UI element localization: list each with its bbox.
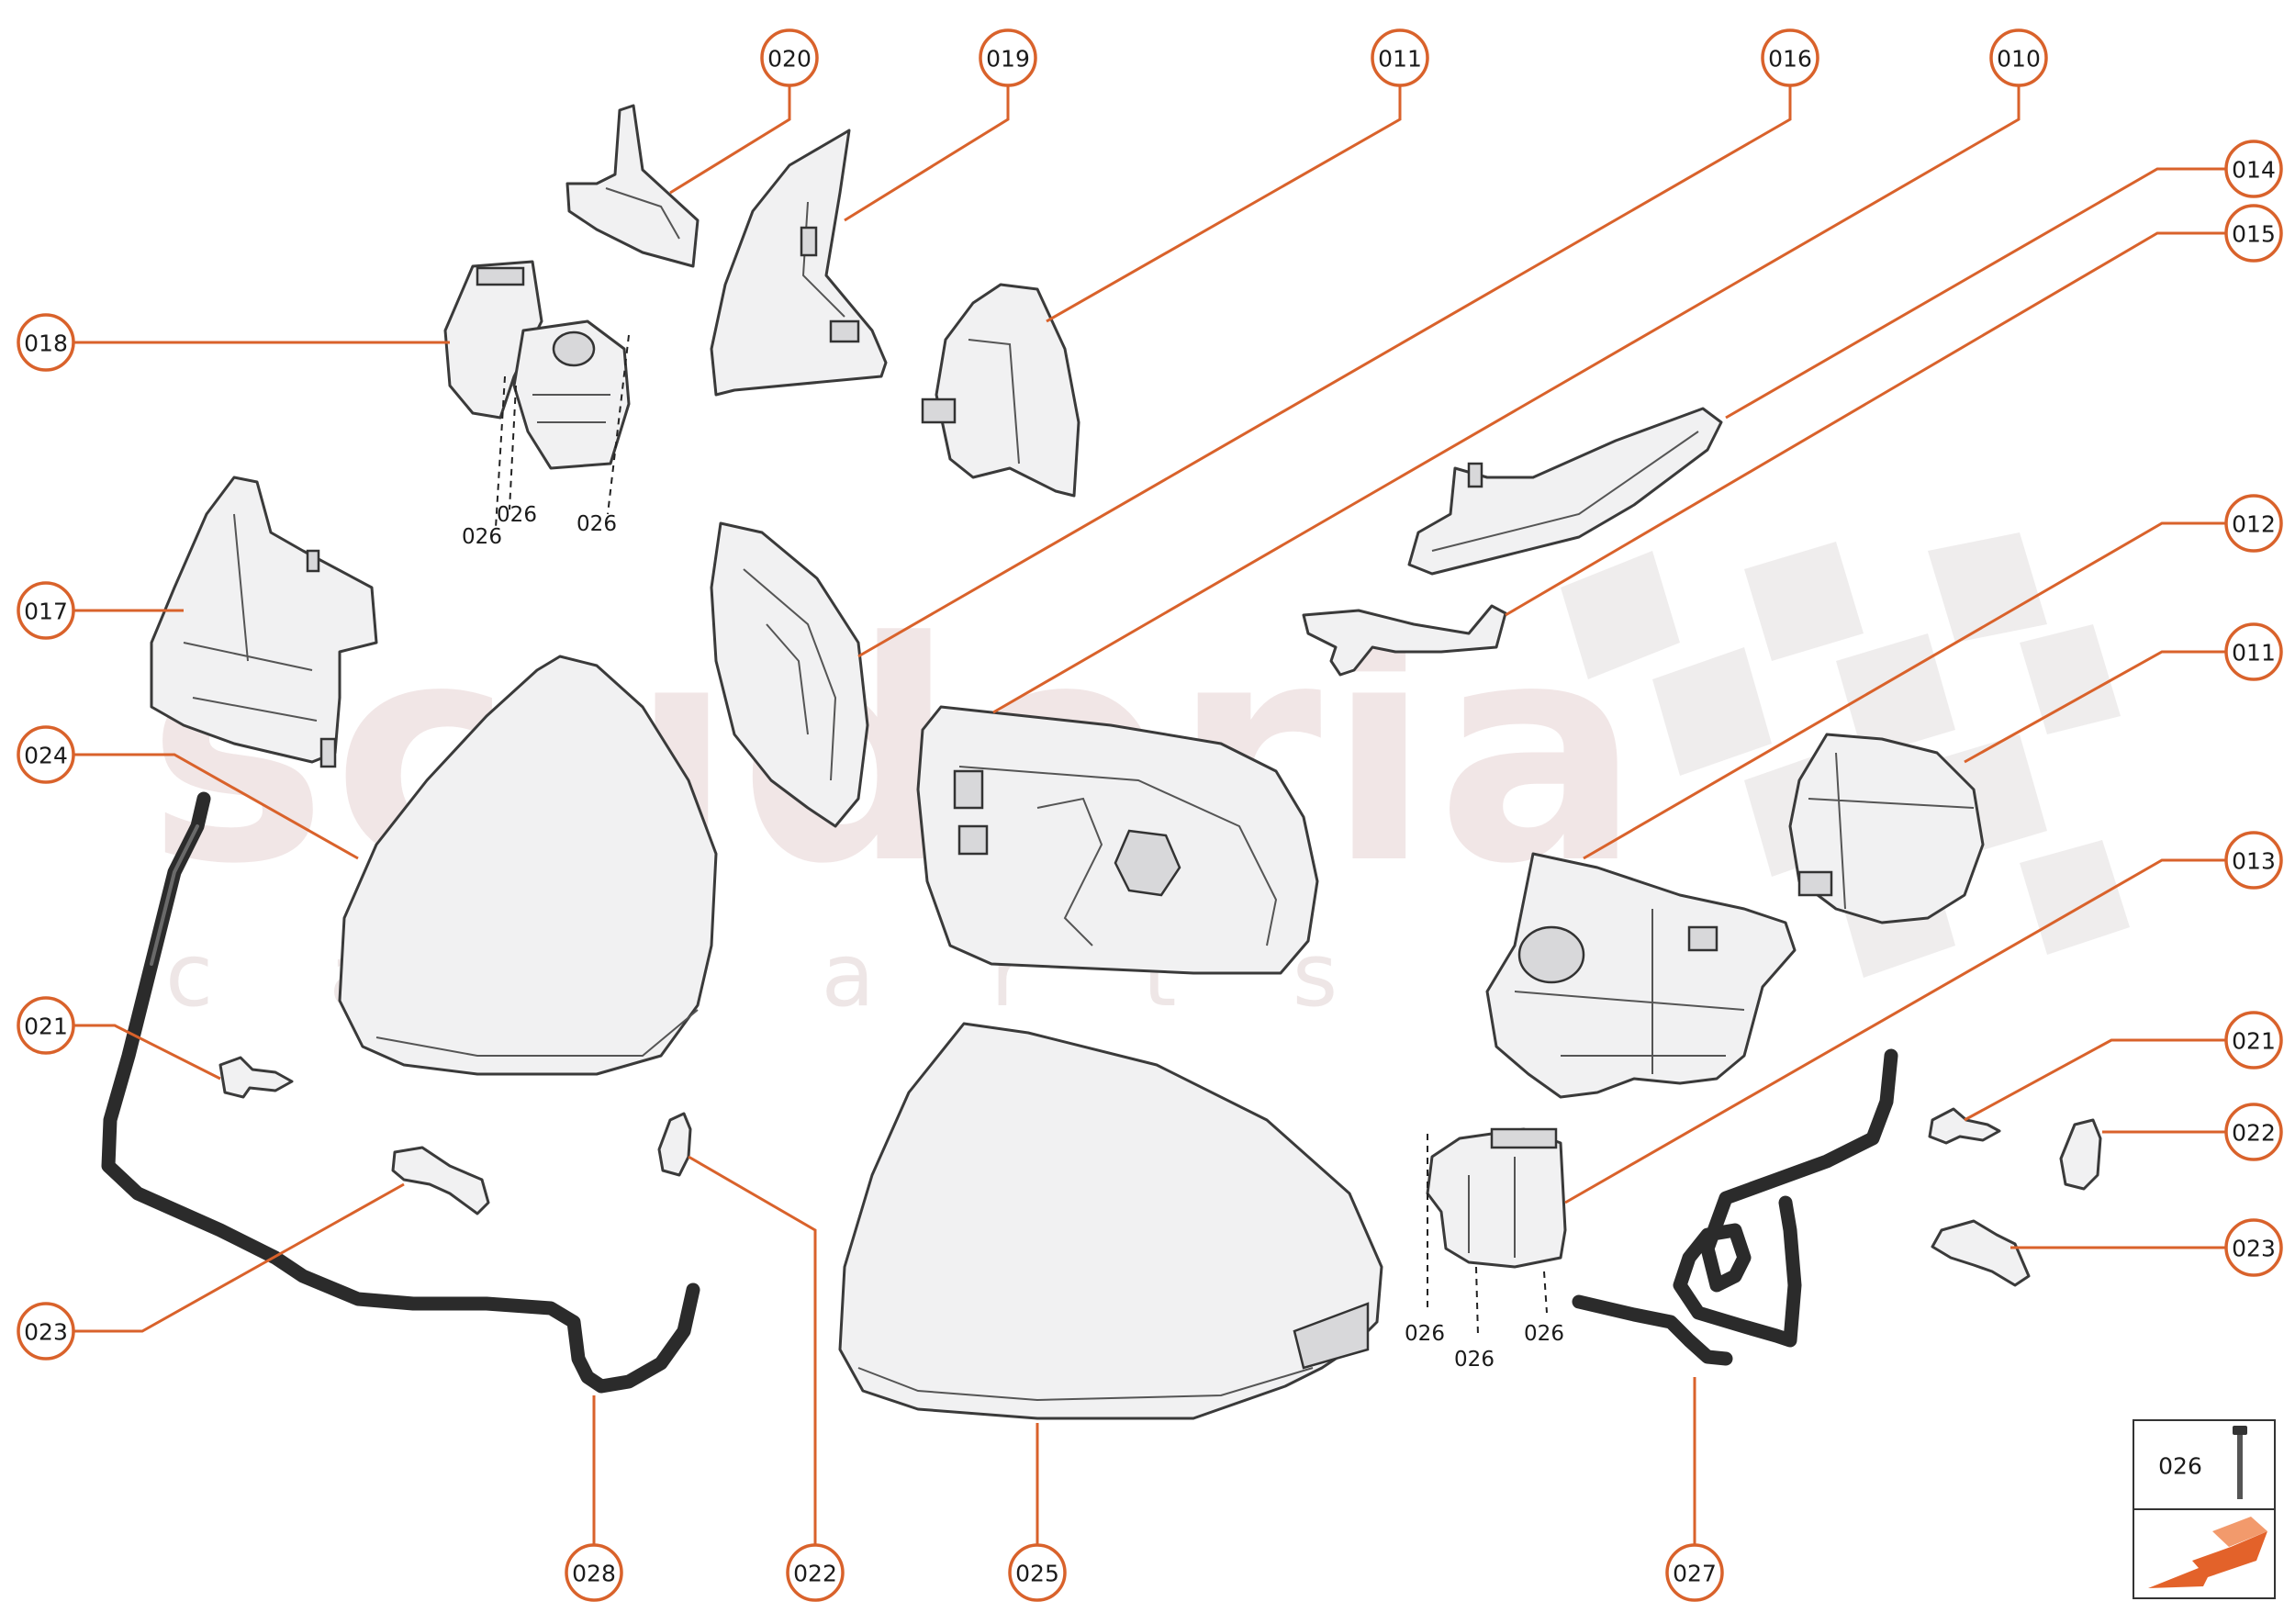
callout-017[interactable]: 017: [17, 581, 75, 640]
legend-part-number: 026: [2158, 1453, 2202, 1480]
leader-020: [669, 62, 791, 195]
leader-011-right: [1964, 650, 2226, 764]
svg-text:028: 028: [572, 1561, 616, 1587]
front-direction-arrow-icon: [2148, 1517, 2267, 1588]
screw-icon: [2233, 1426, 2247, 1499]
callout-013[interactable]: 013: [2224, 831, 2283, 890]
part-011-adjustment-motor-right: [1788, 733, 1985, 924]
svg-text:023: 023: [2232, 1236, 2276, 1262]
callouts: 020 019 011 016 010 014 015 018 017 012 …: [17, 28, 2283, 1602]
part-015-bracket: [1302, 604, 1507, 677]
parts: [101, 104, 2102, 1420]
leader-019: [844, 62, 1010, 222]
leader-021-left: [72, 1024, 221, 1081]
legend-box: 026: [2133, 1419, 2276, 1599]
screw-line-018-c: [607, 334, 630, 515]
part-022-clip-right: [2059, 1118, 2102, 1191]
svg-text:020: 020: [767, 46, 812, 73]
part-012-housing-frame: [1485, 852, 1797, 1099]
part-025-mirror-cap-centre: [838, 1022, 1383, 1420]
callout-012[interactable]: 012: [2224, 494, 2283, 553]
part-023-cable-clip-right: [1931, 1219, 2031, 1287]
leader-014: [1725, 167, 2226, 420]
screw-label-018-c: 026: [577, 512, 617, 536]
part-021-clip-left: [218, 1056, 294, 1099]
part-024-mirror-cap-left: [338, 655, 718, 1076]
svg-text:025: 025: [1015, 1561, 1059, 1587]
callout-015[interactable]: 015: [2224, 204, 2283, 263]
part-011-adjustment-motor-top: [921, 283, 1080, 498]
part-017-mechanism-frame: [150, 476, 378, 768]
svg-text:014: 014: [2232, 157, 2276, 184]
leader-021-right: [1964, 1038, 2226, 1122]
svg-text:011: 011: [2232, 640, 2276, 666]
svg-text:019: 019: [986, 46, 1030, 73]
screw-line-018-a: [495, 375, 506, 529]
svg-text:023: 023: [24, 1319, 68, 1346]
callout-027[interactable]: 027: [1665, 1543, 1724, 1602]
part-018-motor-assembly: [443, 260, 631, 470]
leader-012: [1583, 521, 2226, 860]
screw-labels: 026 026 026 026 026 026: [462, 503, 1564, 1372]
screw-label-013-a: 026: [1405, 1322, 1445, 1346]
svg-text:015: 015: [2232, 221, 2276, 248]
leader-024: [72, 753, 359, 860]
part-027-cable-harness: [1572, 1048, 1898, 1366]
callout-021-left[interactable]: 021: [17, 996, 75, 1055]
screw-line-013-c: [1543, 1271, 1548, 1314]
svg-text:011: 011: [1378, 46, 1422, 73]
callout-010[interactable]: 010: [1989, 28, 2048, 87]
callout-021-right[interactable]: 021: [2224, 1011, 2283, 1070]
part-013-power-fold-motor: [1426, 1127, 1567, 1269]
callout-023-right[interactable]: 023: [2224, 1218, 2283, 1277]
callout-020[interactable]: 020: [760, 28, 819, 87]
leader-011-top: [1046, 62, 1402, 323]
leader-023-left: [72, 1182, 405, 1333]
svg-text:016: 016: [1768, 46, 1812, 73]
svg-text:013: 013: [2232, 848, 2276, 875]
part-010-mirror-glass: [916, 705, 1319, 975]
part-019-housing-cover: [710, 129, 888, 397]
callout-019[interactable]: 019: [979, 28, 1037, 87]
part-020-bracket: [565, 104, 700, 268]
part-023-cable-clip-left: [391, 1146, 490, 1215]
part-014-trim-strip: [1407, 407, 1723, 576]
screw-label-018-b: 026: [497, 503, 537, 527]
screw-line-018-b: [509, 385, 517, 510]
svg-text:010: 010: [1997, 46, 2041, 73]
svg-text:021: 021: [24, 1014, 68, 1040]
leader-013: [1564, 858, 2226, 1204]
part-028-cable-harness: [101, 791, 700, 1394]
screw-label-018-a: 026: [462, 525, 502, 549]
svg-text:027: 027: [1673, 1561, 1717, 1587]
svg-text:021: 021: [2232, 1028, 2276, 1055]
svg-text:024: 024: [24, 743, 68, 769]
callout-024[interactable]: 024: [17, 725, 75, 784]
svg-text:018: 018: [24, 330, 68, 357]
callout-022-right[interactable]: 022: [2224, 1103, 2283, 1161]
callout-011-top[interactable]: 011: [1371, 28, 1429, 87]
callout-011-right[interactable]: 011: [2224, 622, 2283, 681]
screw-line-013-b: [1475, 1266, 1479, 1337]
leader-022-bottom: [688, 1155, 817, 1545]
legend-screw-cell: [2133, 1419, 2276, 1510]
callout-016[interactable]: 016: [1761, 28, 1819, 87]
leader-015: [1505, 231, 2226, 617]
callout-025[interactable]: 025: [1008, 1543, 1067, 1602]
callout-022-bottom[interactable]: 022: [786, 1543, 845, 1602]
callout-014[interactable]: 014: [2224, 140, 2283, 198]
svg-text:022: 022: [2232, 1120, 2276, 1147]
callout-028[interactable]: 028: [565, 1543, 623, 1602]
part-021-clip-right: [1928, 1107, 2001, 1145]
screw-label-013-c: 026: [1524, 1322, 1564, 1346]
svg-text:022: 022: [793, 1561, 837, 1587]
callout-023-left[interactable]: 023: [17, 1302, 75, 1361]
screw-label-013-b: 026: [1454, 1348, 1495, 1372]
svg-text:012: 012: [2232, 511, 2276, 538]
svg-text:017: 017: [24, 599, 68, 625]
part-016-glass-carrier-plate: [710, 521, 869, 828]
callout-018[interactable]: 018: [17, 313, 75, 372]
part-022-clip-bottom: [657, 1112, 692, 1177]
